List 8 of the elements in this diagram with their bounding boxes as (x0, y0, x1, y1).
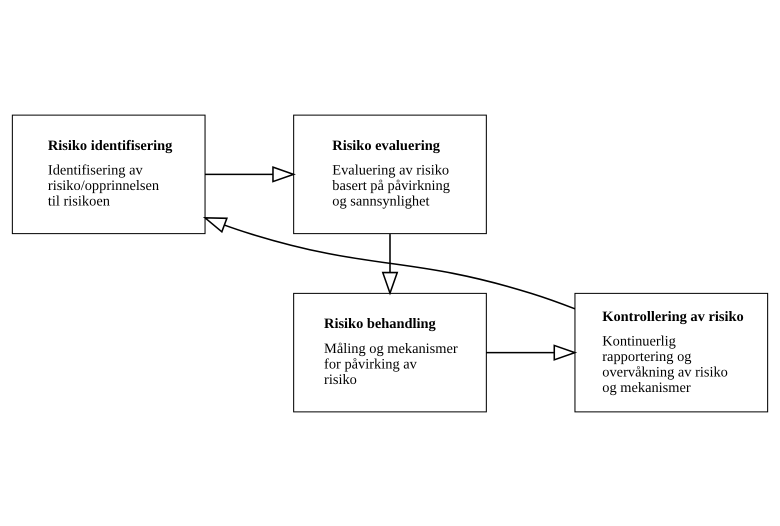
arrow (486, 344, 578, 360)
node-box: Kontrollering av risiko Kontinuerlig rapportering og overvåkning av risiko og mekanismer (574, 292, 768, 412)
arrow (202, 216, 576, 310)
arrow (382, 234, 398, 296)
arrow (205, 166, 296, 182)
node-box: Risiko behandling Måling og mekanismer for påvirking av risiko (293, 292, 487, 412)
node-box: Risiko identifisering Identifisering av risiko/opprinnelsen til risikoen (12, 114, 206, 234)
node-box: Risiko evaluering Evaluering av risiko basert på påvirkning og sannsynlighet (293, 114, 487, 234)
